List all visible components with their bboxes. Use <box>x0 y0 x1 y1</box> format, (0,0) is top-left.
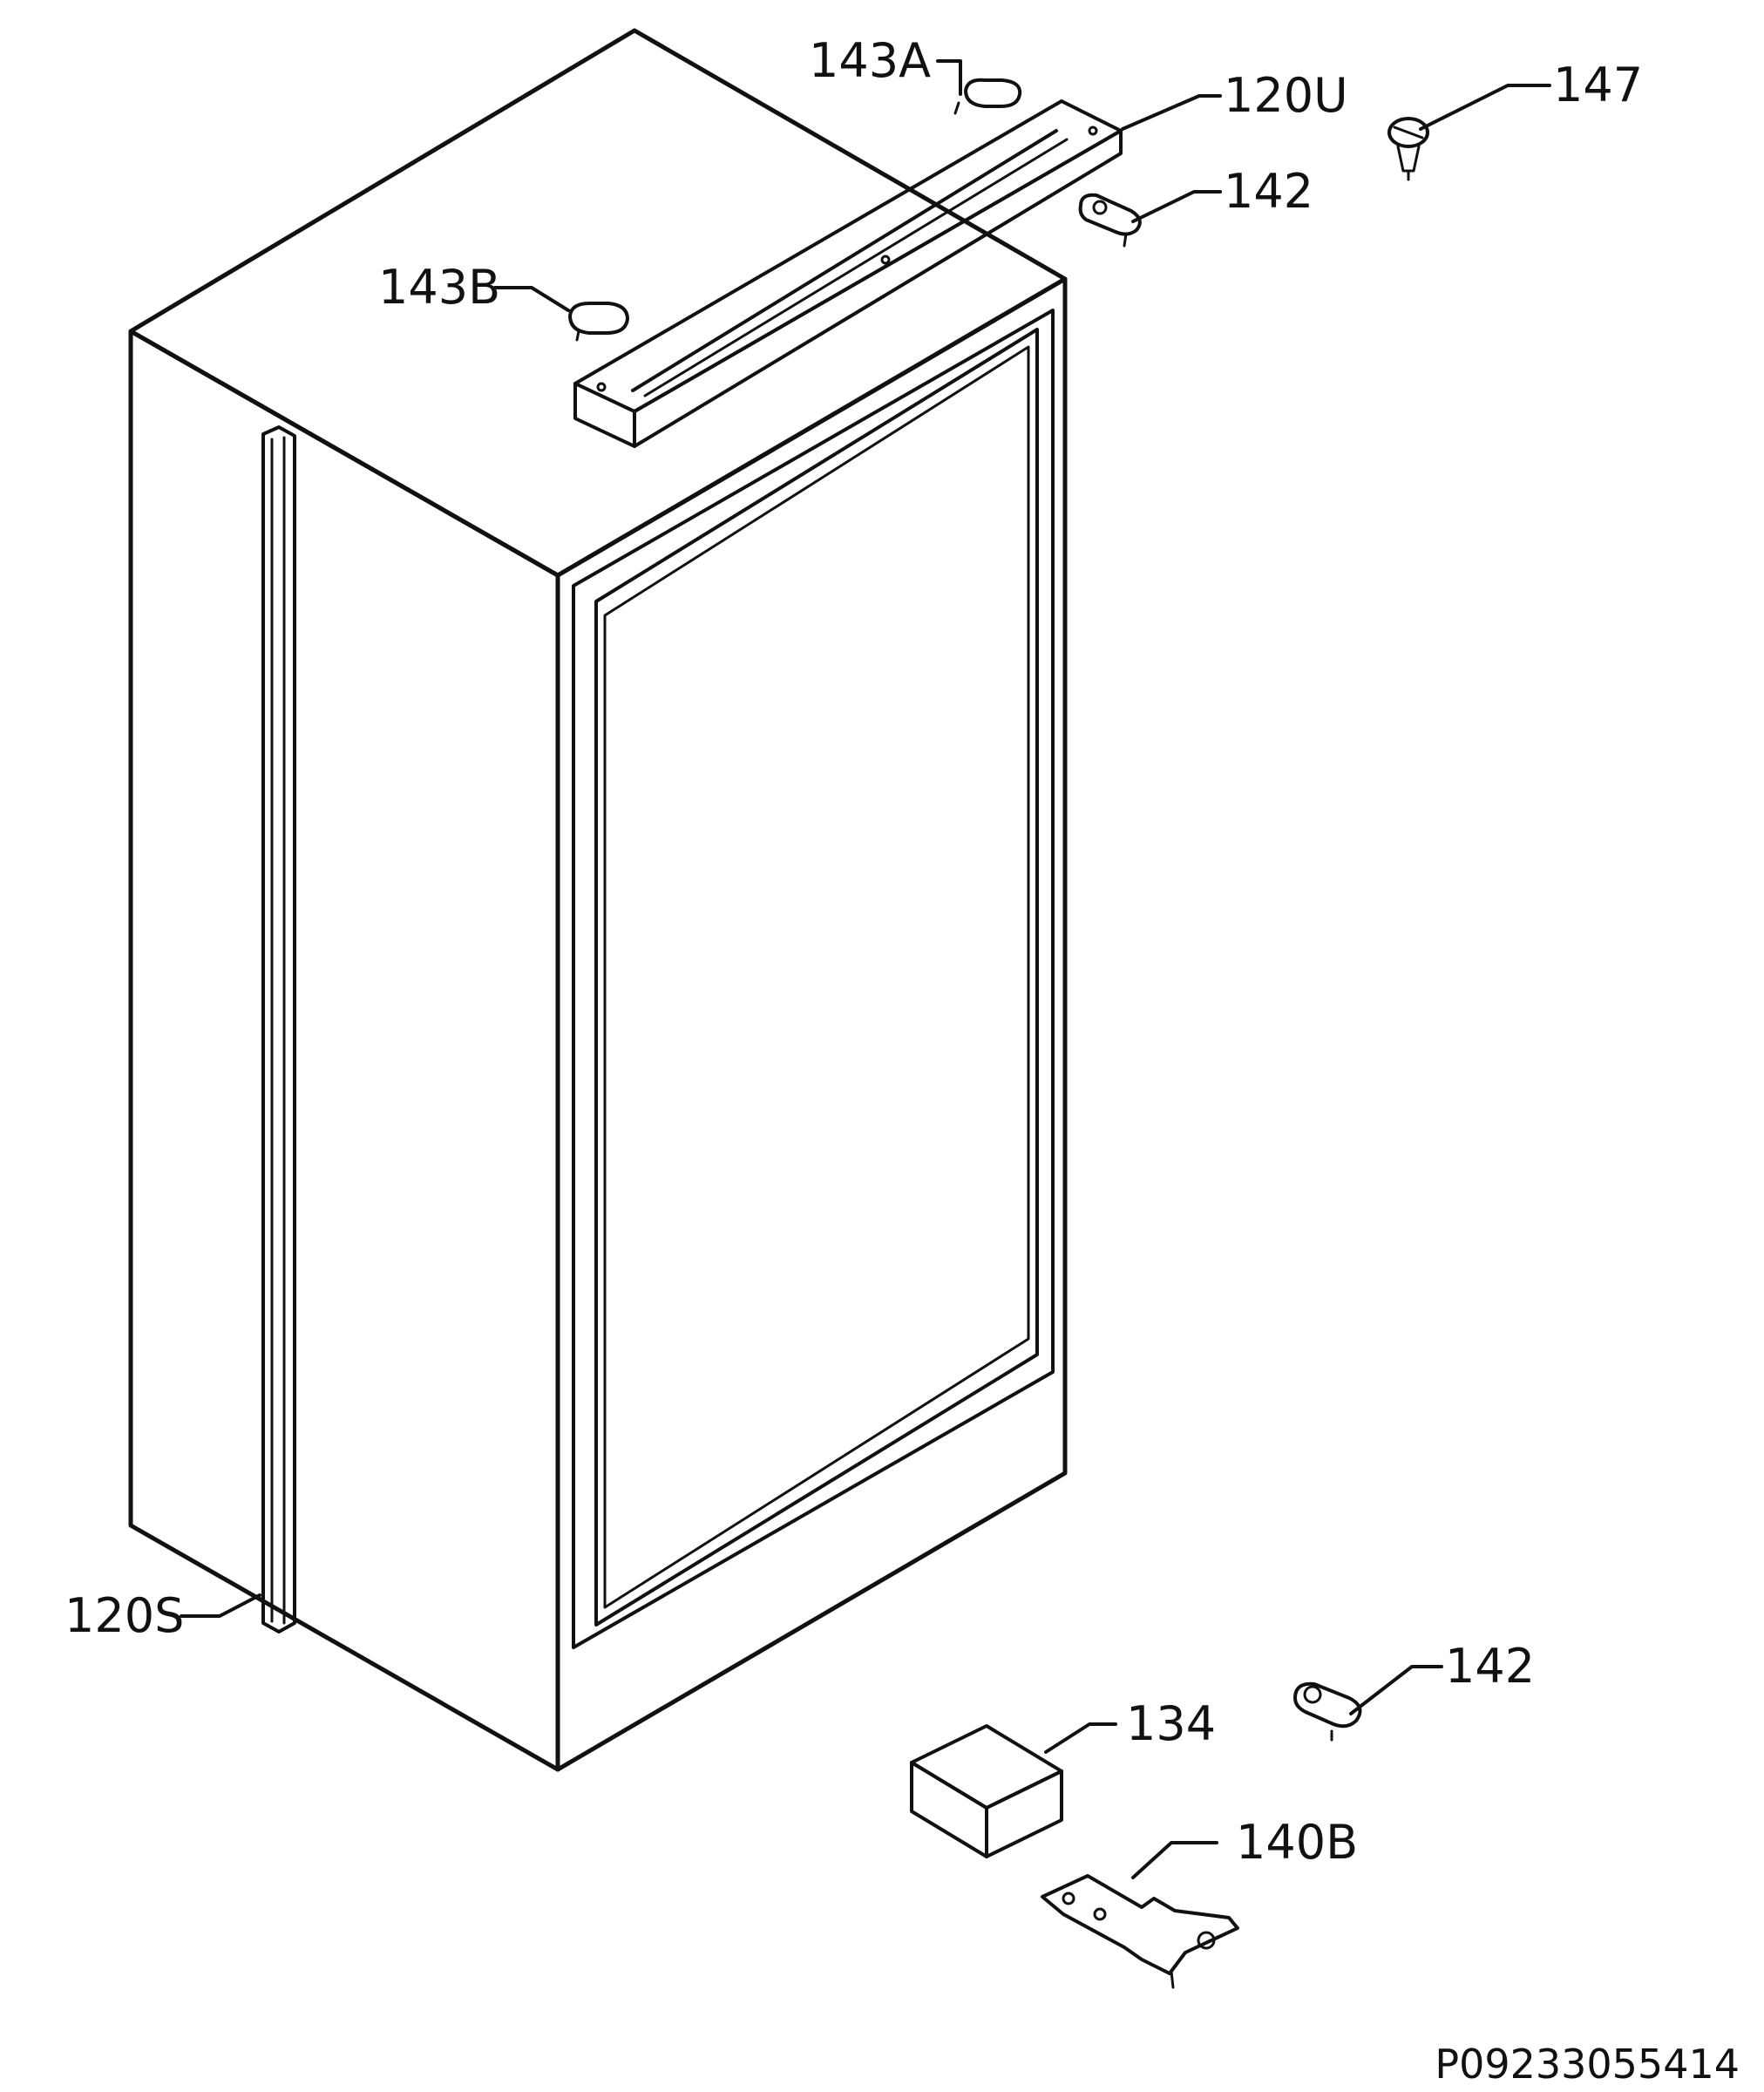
label-120u: 120U <box>1224 68 1348 123</box>
screw-147 <box>1387 117 1429 181</box>
leader-lines <box>180 59 1551 1879</box>
mounting-rail <box>573 99 1123 448</box>
hinge-pin-142-bottom <box>1293 1681 1362 1742</box>
label-120s: 120S <box>64 1588 184 1643</box>
cabinet-body <box>128 28 1068 1772</box>
label-142-bottom: 142 <box>1445 1639 1535 1694</box>
label-147: 147 <box>1553 58 1643 112</box>
label-142-top: 142 <box>1224 164 1313 219</box>
block-134 <box>910 1724 1063 1858</box>
hinge-pin-142-top <box>1078 193 1142 248</box>
label-143a: 143A <box>809 33 931 88</box>
label-134: 134 <box>1126 1696 1216 1751</box>
door-inner-panel <box>594 328 1039 1627</box>
door-outer-frame <box>572 309 1055 1649</box>
hinge-bracket-140b <box>1041 1874 1239 1989</box>
hinge-cap-143a <box>953 78 1022 115</box>
label-143b: 143B <box>378 260 500 315</box>
label-140b: 140B <box>1236 1815 1358 1870</box>
cabinet-side-face <box>128 329 560 1772</box>
door-seal-strip <box>261 425 296 1634</box>
hinge-cap-143b <box>568 302 629 342</box>
door-glass-panel <box>603 345 1030 1609</box>
cabinet-front-face <box>555 276 1068 1772</box>
drawing-code: P09233055414 <box>1435 2041 1740 2088</box>
